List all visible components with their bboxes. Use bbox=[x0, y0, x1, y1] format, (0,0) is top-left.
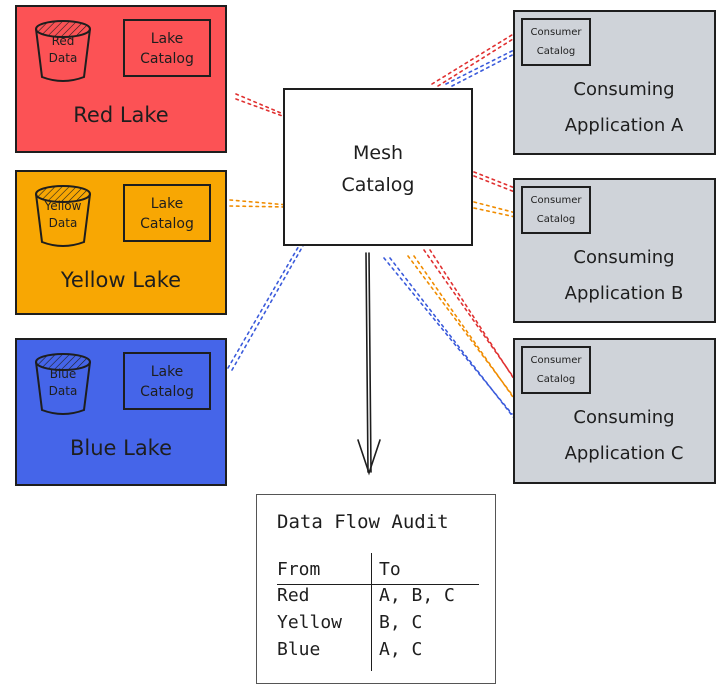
lake-catalog-line-1: Lake bbox=[150, 31, 184, 47]
mesh-catalog: Mesh Catalog bbox=[283, 88, 473, 246]
app-label-line-1: Consuming bbox=[573, 79, 675, 100]
bucket-label-line-2: Data bbox=[48, 51, 78, 65]
consumer-catalog-line-2: Catalog bbox=[536, 214, 576, 225]
consuming-application-a: Consumer Catalog Consuming Application A bbox=[513, 10, 716, 155]
flow-blue-to-app-c bbox=[383, 257, 513, 415]
audit-row-from: Yellow bbox=[277, 612, 343, 633]
lake-title: Red Lake bbox=[73, 103, 169, 127]
app-label: Consuming Application C bbox=[539, 400, 709, 472]
consumer-catalog-line-2: Catalog bbox=[536, 46, 576, 57]
bucket-label-line-2: Data bbox=[48, 384, 78, 398]
flow-red-to-app-a bbox=[437, 33, 522, 87]
audit-header-to: To bbox=[379, 559, 401, 580]
flow-red-to-app-b bbox=[473, 175, 521, 195]
audit-row-to: A, B, C bbox=[379, 585, 455, 606]
bucket-icon bbox=[35, 185, 91, 247]
flow-yellow-to-app-c bbox=[413, 255, 516, 401]
bucket-icon bbox=[35, 20, 91, 82]
lake-catalog: Lake Catalog bbox=[123, 352, 211, 410]
audit-row-to: A, C bbox=[379, 639, 423, 660]
flow-red-to-app-a bbox=[431, 29, 521, 85]
flow-red-to-app-b bbox=[473, 171, 521, 191]
audit-row-from: Red bbox=[277, 585, 310, 606]
app-label-line-2: Application A bbox=[564, 115, 684, 136]
audit-title: Data Flow Audit bbox=[277, 511, 449, 533]
consumer-catalog-line-2: Catalog bbox=[536, 374, 576, 385]
consumer-catalog-line-1: Consumer bbox=[530, 195, 582, 206]
consumer-catalog: Consumer Catalog bbox=[521, 186, 591, 234]
lake-catalog: Lake Catalog bbox=[123, 184, 211, 242]
lake-title: Yellow Lake bbox=[60, 268, 182, 292]
consumer-catalog-line-1: Consumer bbox=[530, 355, 582, 366]
flow-red-lake-to-mesh bbox=[235, 98, 289, 119]
flow-blue-lake-to-mesh bbox=[231, 243, 305, 371]
flow-red-to-app-c bbox=[423, 249, 515, 379]
consuming-application-b: Consumer Catalog Consuming Application B bbox=[513, 178, 716, 323]
flow-yellow-lake-to-mesh bbox=[229, 205, 289, 208]
app-label-line-1: Consuming bbox=[573, 247, 675, 268]
audit-row-to: B, C bbox=[379, 612, 423, 633]
app-label-line-1: Consuming bbox=[573, 407, 675, 428]
mesh-to-audit-arrow bbox=[357, 252, 381, 476]
flow-red-to-app-c bbox=[429, 249, 517, 383]
lake-catalog-line-2: Catalog bbox=[140, 51, 194, 67]
app-label: Consuming Application A bbox=[539, 72, 709, 144]
flow-yellow-lake-to-mesh bbox=[229, 199, 289, 206]
lake-catalog-line-1: Lake bbox=[150, 196, 184, 212]
lake-catalog-line-1: Lake bbox=[150, 364, 184, 380]
audit-header-divider bbox=[277, 584, 479, 585]
consumer-catalog-line-1: Consumer bbox=[530, 27, 582, 38]
flow-red-lake-to-mesh bbox=[235, 93, 289, 117]
bucket-label-line-2: Data bbox=[48, 216, 78, 230]
flow-blue-to-app-a bbox=[445, 45, 523, 85]
lake-catalog-line-2: Catalog bbox=[140, 216, 194, 232]
flow-blue-lake-to-mesh bbox=[227, 243, 301, 369]
flow-yellow-to-app-b bbox=[473, 201, 521, 215]
mesh-catalog-line-2: Catalog bbox=[341, 174, 415, 196]
data-flow-audit: Data Flow Audit From To Red A, B, C Yell… bbox=[256, 494, 496, 684]
yellow-lake: Yellow Data Lake Catalog Yellow Lake bbox=[15, 170, 227, 315]
app-label-line-2: Application B bbox=[564, 283, 684, 304]
audit-row-from: Blue bbox=[277, 639, 321, 660]
bucket-label-line-1: Red bbox=[51, 34, 75, 48]
bucket-label-line-1: Yellow bbox=[44, 199, 82, 213]
consumer-catalog: Consumer Catalog bbox=[521, 18, 591, 66]
bucket-label-line-1: Blue bbox=[49, 367, 77, 381]
consumer-catalog: Consumer Catalog bbox=[521, 346, 591, 394]
flow-blue-to-app-c bbox=[389, 257, 515, 419]
audit-header-from: From bbox=[277, 559, 321, 580]
audit-column-divider bbox=[371, 553, 372, 671]
lake-catalog-line-2: Catalog bbox=[140, 384, 194, 400]
app-label: Consuming Application B bbox=[539, 240, 709, 312]
app-label-line-2: Application C bbox=[564, 443, 684, 464]
lake-title: Blue Lake bbox=[69, 436, 173, 460]
lake-catalog: Lake Catalog bbox=[123, 19, 211, 77]
flow-yellow-to-app-b bbox=[473, 207, 521, 219]
bucket-icon bbox=[35, 353, 91, 415]
flow-blue-to-app-a bbox=[451, 49, 523, 87]
blue-lake: Blue Data Lake Catalog Blue Lake bbox=[15, 338, 227, 486]
red-lake: Red Data Lake Catalog Red Lake bbox=[15, 5, 227, 153]
mesh-catalog-line-1: Mesh bbox=[352, 142, 404, 164]
consuming-application-c: Consumer Catalog Consuming Application C bbox=[513, 338, 716, 484]
